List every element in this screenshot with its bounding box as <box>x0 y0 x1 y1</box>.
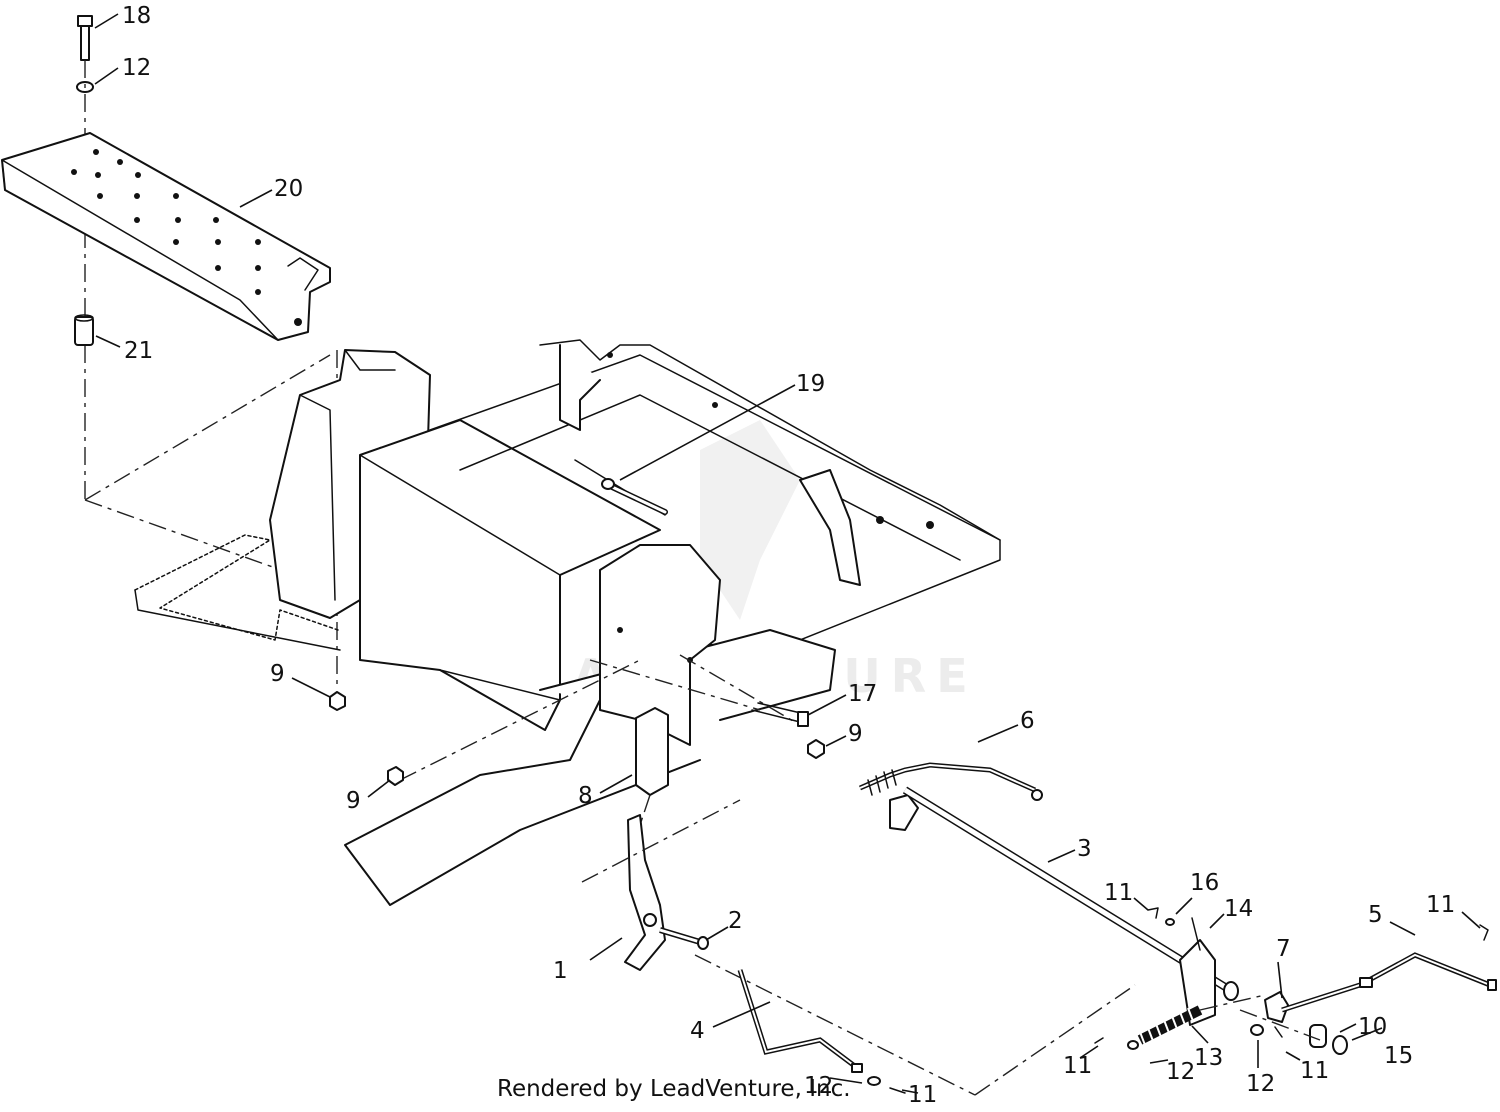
rod-5 <box>1281 952 1497 1013</box>
callout-3: 3 <box>1077 836 1092 862</box>
callout-10: 10 <box>1358 1014 1387 1040</box>
callout-5: 5 <box>1368 902 1383 928</box>
callout-labels: 18 12 20 21 19 9 17 9 9 8 6 3 11 16 14 1… <box>122 3 1455 1108</box>
callout-17: 17 <box>848 681 877 707</box>
callout-13: 13 <box>1194 1045 1223 1071</box>
spacer-21 <box>74 314 94 346</box>
linkage-plane-lower <box>974 984 1136 1096</box>
callout-18: 18 <box>122 3 151 29</box>
washer-12-spring <box>1127 1040 1139 1050</box>
step-plate-20 <box>1 132 331 341</box>
callout-11-rod4: 11 <box>908 1082 937 1108</box>
brake-link-6 <box>859 762 1043 831</box>
render-credit: Rendered by LeadVenture, Inc. <box>497 1076 851 1102</box>
washer-15 <box>1332 1035 1348 1055</box>
pedal-plane-upper <box>581 799 741 883</box>
callout-11-rod5: 11 <box>1426 892 1455 918</box>
cross-shaft-3 <box>902 786 1239 1026</box>
callout-8: 8 <box>578 783 593 809</box>
pedal-pad-8 <box>635 707 669 826</box>
bolt-17 <box>751 702 809 727</box>
callout-1: 1 <box>553 958 568 984</box>
callout-6: 6 <box>1020 708 1035 734</box>
callout-9-left: 9 <box>270 661 285 687</box>
linkage-plane-left <box>694 954 976 1096</box>
leader-lines <box>94 13 1481 1094</box>
callout-21: 21 <box>124 338 153 364</box>
clip-11-rod5 <box>1479 924 1489 941</box>
nut-9-lower-left <box>387 766 404 786</box>
clip-11-shaft <box>1147 907 1159 919</box>
bushing-10 <box>1309 1024 1327 1048</box>
callout-19: 19 <box>796 371 825 397</box>
pin-2 <box>659 927 709 950</box>
mower-frame <box>134 339 1001 906</box>
callout-15: 15 <box>1384 1043 1413 1069</box>
washer-12-right <box>1250 1024 1264 1036</box>
callout-11-right: 11 <box>1300 1058 1329 1084</box>
callout-12-rod4: 12 <box>804 1073 833 1099</box>
plate-mount-region <box>84 354 338 591</box>
nut-9-right <box>807 739 825 759</box>
bolt-18 <box>77 15 93 61</box>
hardware-axis-lines <box>1199 994 1321 1041</box>
cotter-11-rod4 <box>889 1087 906 1094</box>
callout-12-spring: 12 <box>1166 1059 1195 1085</box>
pin-19 <box>601 478 668 515</box>
callout-2: 2 <box>728 908 743 934</box>
callout-11-lower-left: 11 <box>1063 1053 1092 1079</box>
callout-9-right: 9 <box>848 721 863 747</box>
pin-14 <box>1191 917 1201 951</box>
callout-7: 7 <box>1276 936 1291 962</box>
callout-4: 4 <box>690 1018 705 1044</box>
rod-4 <box>737 969 863 1073</box>
pedal-arm-1 <box>624 814 666 971</box>
clips-11-lower <box>1094 1026 1283 1044</box>
nut-9-left-low <box>329 691 346 711</box>
washer-16 <box>1165 918 1175 926</box>
callout-14: 14 <box>1224 896 1253 922</box>
callout-12-top: 12 <box>122 55 151 81</box>
callout-16: 16 <box>1190 870 1219 896</box>
spring-13 <box>1137 1005 1203 1046</box>
callout-9-lower: 9 <box>346 788 361 814</box>
washer-12-rod4 <box>867 1076 881 1086</box>
callout-12-right: 12 <box>1246 1071 1275 1097</box>
callout-20: 20 <box>274 176 303 202</box>
callout-11-shaft: 11 <box>1104 880 1133 906</box>
trunnion-7 <box>1264 991 1289 1023</box>
